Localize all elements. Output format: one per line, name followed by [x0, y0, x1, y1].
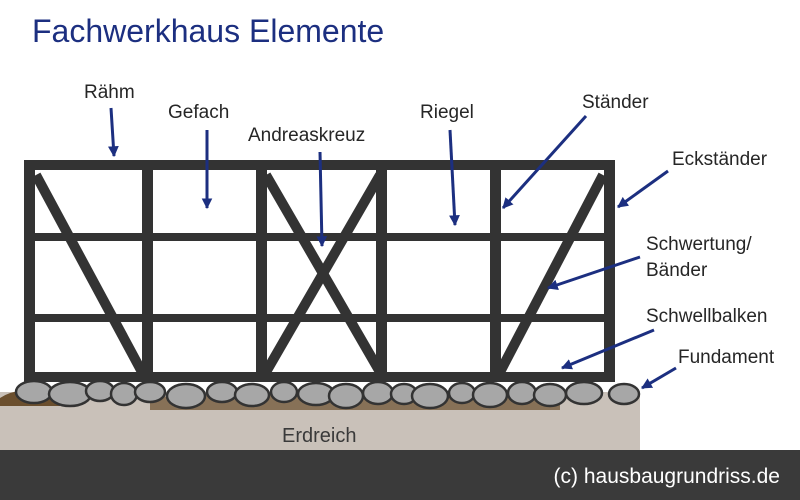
schwellbalken-beam [24, 372, 615, 382]
arrow-schwertung [546, 255, 641, 291]
stone [607, 382, 641, 406]
stone [327, 382, 365, 410]
label-fundament: Fundament [678, 347, 775, 368]
arrow-riegel [448, 129, 460, 227]
diagram-title: Fachwerkhaus Elemente [32, 13, 384, 49]
arrow-fundament [641, 366, 677, 390]
arrow-raehm [108, 107, 119, 158]
stone [269, 380, 299, 404]
stone [47, 380, 93, 408]
label-erdreich: Erdreich [282, 425, 356, 447]
andreaskreuz-beam-2 [261, 172, 385, 375]
arrow-staender [501, 114, 588, 210]
label-raehm: Rähm [84, 82, 135, 103]
stone [471, 381, 509, 409]
staender-4 [490, 168, 501, 378]
stone [506, 380, 538, 406]
eckstaender-left [24, 168, 35, 378]
riegel-lower [30, 314, 610, 322]
stone [410, 382, 450, 410]
label-eckstaender: Eckständer [672, 149, 768, 170]
label-schwertung-line1: Schwertung/ [646, 234, 752, 255]
riegel-upper [30, 233, 610, 241]
stone [447, 381, 477, 405]
footer-bar [0, 450, 800, 500]
fundament-stones [14, 379, 641, 410]
stone [109, 381, 139, 407]
schwertung-brace [495, 172, 608, 375]
credit-text: (c) hausbaugrundriss.de [554, 465, 780, 488]
staender-3 [376, 168, 387, 378]
stone [233, 382, 271, 408]
stone [564, 380, 604, 406]
pointer-arrows [108, 107, 677, 390]
diagonal-brace-left [31, 172, 147, 375]
arrow-eckstaender [617, 169, 669, 209]
arrow-schwellbalken [561, 328, 655, 370]
stone [532, 382, 568, 408]
label-andreaskreuz: Andreaskreuz [248, 125, 365, 146]
staender-2 [256, 168, 267, 378]
label-staender: Ständer [582, 92, 649, 113]
staender-1 [142, 168, 153, 378]
stone [205, 380, 239, 404]
label-gefach: Gefach [168, 102, 229, 123]
stone [14, 379, 54, 405]
stone [133, 380, 167, 404]
label-schwertung-line2: Bänder [646, 260, 708, 281]
label-schwellbalken: Schwellbalken [646, 306, 767, 327]
stone [84, 379, 116, 403]
label-riegel: Riegel [420, 102, 474, 123]
arrow-andreaskreuz [316, 151, 328, 248]
stone [165, 382, 207, 410]
stone [361, 380, 395, 406]
eckstaender-right [604, 168, 615, 378]
